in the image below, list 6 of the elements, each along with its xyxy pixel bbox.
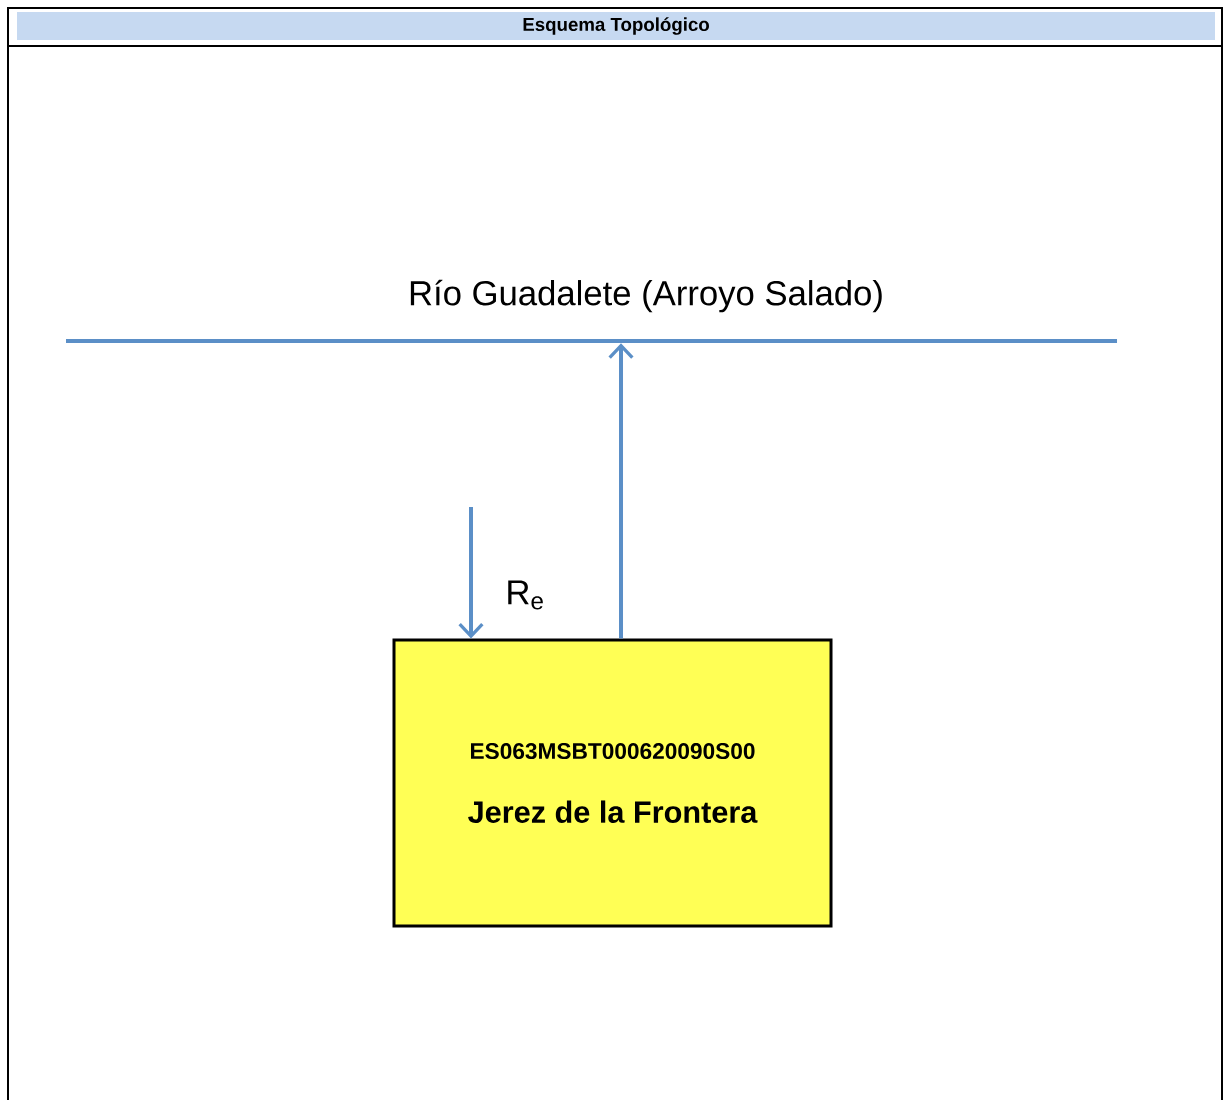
water-body-box: ES063MSBT000620090S00 Jerez de la Frontera [392,638,833,928]
river-line: Río Guadalete (Arroyo Salado) [66,279,1117,343]
arrow [608,343,634,639]
header-band: Esquema Topológico [17,12,1215,40]
edge-label: R$_{e}$ [508,580,543,610]
arrow [458,507,484,639]
